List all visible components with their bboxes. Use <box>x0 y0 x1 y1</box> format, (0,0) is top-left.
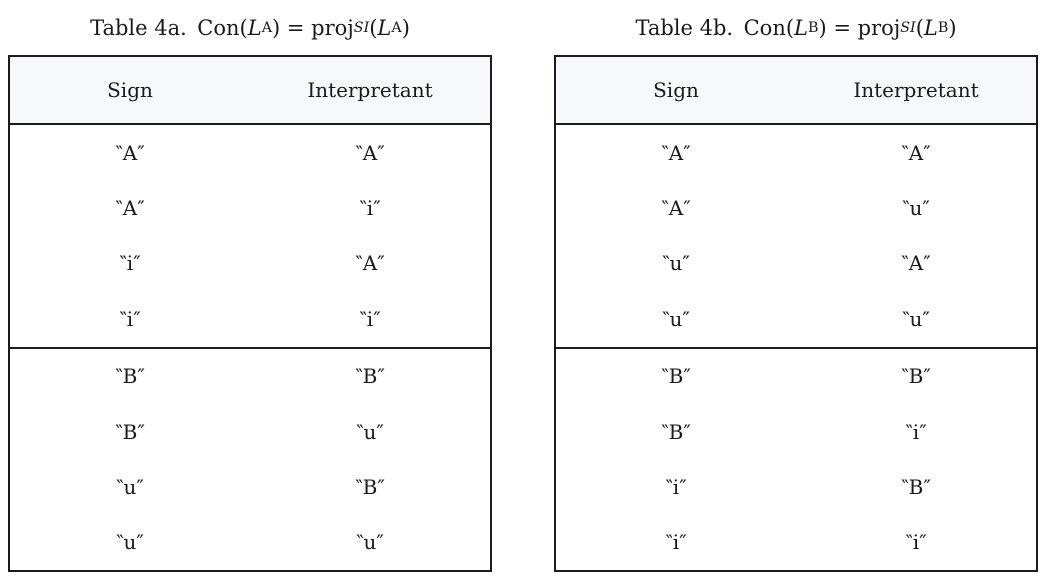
table-4a: Sign Interpretant ‶A″ ‶A″ ‶A″ ‶i″ ‶i″ ‶A… <box>8 55 492 572</box>
table-row: ‶B″ ‶i″ <box>556 404 1036 459</box>
column-header-sign: Sign <box>107 78 153 102</box>
table-row: ‶A″ ‶i″ <box>10 180 490 235</box>
table-4b-group-1: ‶A″ ‶A″ ‶A″ ‶u″ ‶u″ ‶A″ ‶u″ ‶u″ <box>556 125 1036 347</box>
column-header-interpretant: Interpretant <box>853 78 979 102</box>
sign-cell: ‶u″ <box>662 306 690 331</box>
header-row: Sign Interpretant <box>10 57 490 125</box>
column-header-interpretant: Interpretant <box>307 78 433 102</box>
interpretant-cell: ‶u″ <box>902 306 930 331</box>
interpretant-cell: ‶A″ <box>355 251 385 276</box>
sign-cell: ‶A″ <box>661 196 691 221</box>
interpretant-cell: ‶B″ <box>901 364 931 389</box>
interpretant-cell: ‶u″ <box>356 530 384 555</box>
sign-cell: ‶i″ <box>119 251 141 276</box>
interpretant-cell: ‶u″ <box>902 196 930 221</box>
interpretant-cell: ‶A″ <box>355 140 385 165</box>
column-header-sign: Sign <box>653 78 699 102</box>
table-row: ‶u″ ‶u″ <box>556 291 1036 346</box>
header-row: Sign Interpretant <box>556 57 1036 125</box>
table-row: ‶B″ ‶B″ <box>10 349 490 404</box>
interpretant-cell: ‶u″ <box>356 419 384 444</box>
interpretant-cell: ‶i″ <box>905 530 927 555</box>
table-row: ‶A″ ‶A″ <box>10 125 490 180</box>
table-row: ‶B″ ‶B″ <box>556 349 1036 404</box>
sign-cell: ‶B″ <box>661 364 691 389</box>
sign-cell: ‶A″ <box>115 140 145 165</box>
interpretant-cell: ‶B″ <box>901 474 931 499</box>
table-4b-group-2: ‶B″ ‶B″ ‶B″ ‶i″ ‶i″ ‶B″ ‶i″ ‶i″ <box>556 346 1036 571</box>
interpretant-cell: ‶i″ <box>359 196 381 221</box>
table-row: ‶A″ ‶A″ <box>556 125 1036 180</box>
sign-cell: ‶B″ <box>115 364 145 389</box>
sign-cell: ‶B″ <box>115 419 145 444</box>
interpretant-cell: ‶A″ <box>901 140 931 165</box>
table-4a-group-2: ‶B″ ‶B″ ‶B″ ‶u″ ‶u″ ‶B″ ‶u″ ‶u″ <box>10 346 490 571</box>
interpretant-cell: ‶i″ <box>359 306 381 331</box>
sign-cell: ‶B″ <box>661 419 691 444</box>
interpretant-cell: ‶A″ <box>901 251 931 276</box>
table-4b: Sign Interpretant ‶A″ ‶A″ ‶A″ ‶u″ ‶u″ ‶A… <box>554 55 1038 572</box>
sign-cell: ‶i″ <box>119 306 141 331</box>
sign-cell: ‶u″ <box>116 530 144 555</box>
interpretant-cell: ‶i″ <box>905 419 927 444</box>
sign-cell: ‶A″ <box>661 140 691 165</box>
interpretant-cell: ‶B″ <box>355 474 385 499</box>
sign-cell: ‶u″ <box>662 251 690 276</box>
table-row: ‶i″ ‶i″ <box>556 515 1036 570</box>
sign-cell: ‶i″ <box>665 474 687 499</box>
sign-cell: ‶i″ <box>665 530 687 555</box>
table-row: ‶i″ ‶B″ <box>556 459 1036 514</box>
table-4a-group-1: ‶A″ ‶A″ ‶A″ ‶i″ ‶i″ ‶A″ ‶i″ ‶i″ <box>10 125 490 347</box>
table-row: ‶i″ ‶i″ <box>10 291 490 346</box>
table-row: ‶u″ ‶A″ <box>556 236 1036 291</box>
table-row: ‶i″ ‶A″ <box>10 236 490 291</box>
table-row: ‶u″ ‶B″ <box>10 459 490 514</box>
table-row: ‶A″ ‶u″ <box>556 180 1036 235</box>
sign-cell: ‶A″ <box>115 196 145 221</box>
table-row: ‶B″ ‶u″ <box>10 404 490 459</box>
interpretant-cell: ‶B″ <box>355 364 385 389</box>
table-row: ‶u″ ‶u″ <box>10 515 490 570</box>
sign-cell: ‶u″ <box>116 474 144 499</box>
